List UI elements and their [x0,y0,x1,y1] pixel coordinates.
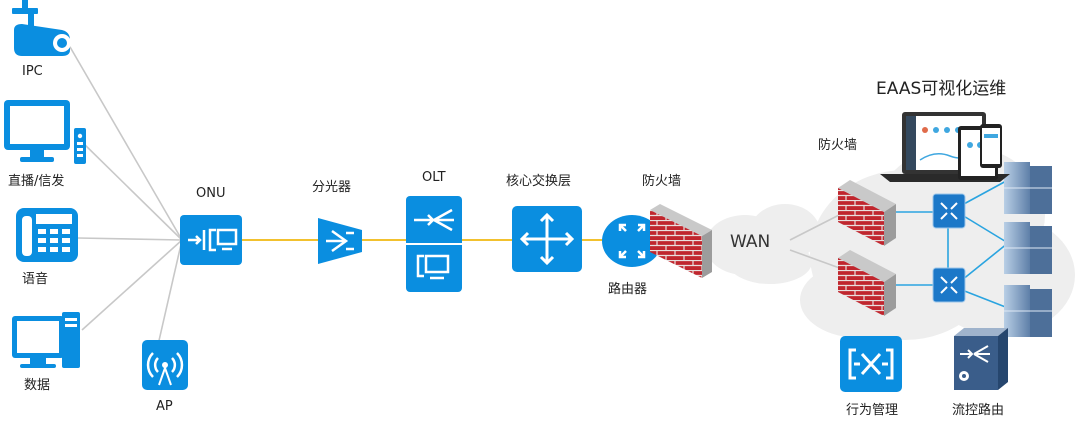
label-olt: OLT [422,170,446,185]
screen-icon [4,100,86,164]
label-core: 核心交换层 [506,174,572,189]
server-icon [1004,162,1052,214]
diagram-title: EAAS可视化运维 [876,79,1007,99]
phone-mobile-icon [980,124,1002,168]
ap-icon [142,340,188,390]
label-firewall-left: 防火墙 [642,174,682,189]
firewall-icon [838,180,896,246]
camera-icon [12,0,71,56]
firewall-icon [838,250,896,316]
core-switch-icon [512,206,582,272]
router-icon [602,215,662,267]
phone-icon [16,208,78,262]
label-behavior: 行为管理 [846,403,899,418]
label-firewall-right: 防火墙 [818,138,858,153]
label-broadcast: 直播/信发 [8,174,65,189]
computer-icon [12,312,80,368]
flow-router-icon [954,328,1008,390]
firewall-icon [650,204,712,278]
switch-icon [932,267,966,303]
label-ap: AP [156,399,173,414]
label-ipc: IPC [22,64,43,79]
label-splitter: 分光器 [312,180,352,195]
splitter-icon [318,218,362,264]
label-onu: ONU [196,186,226,201]
access-links [65,39,183,346]
switch-icon [932,193,966,229]
label-flow: 流控路由 [952,403,1005,418]
core-links [789,179,1009,309]
label-router: 路由器 [608,282,648,297]
server-icon [1004,285,1052,337]
label-wan: WAN [730,232,771,252]
label-data: 数据 [24,378,51,393]
label-voice: 语音 [22,272,49,287]
behavior-mgmt-icon [840,336,902,392]
server-icon [1004,222,1052,274]
onu-icon [180,215,242,265]
olt-icon [406,196,462,292]
